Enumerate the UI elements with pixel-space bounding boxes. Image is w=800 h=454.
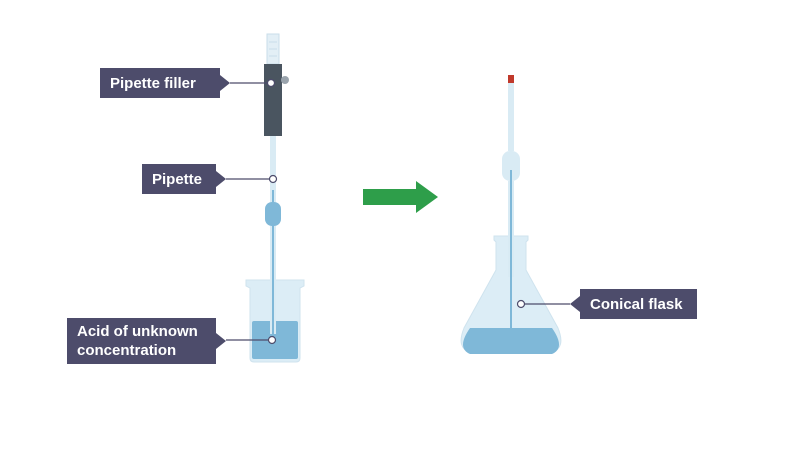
label-conical-flask: Conical flask [580,289,697,319]
pipette [265,136,281,340]
pipette-in-flask [502,75,520,330]
label-acid: Acid of unknown concentration [67,318,216,364]
gear-icon [281,76,289,84]
label-pipette-text: Pipette [152,170,203,188]
label-conical-flask-text: Conical flask [590,295,683,313]
label-pipette: Pipette [142,164,216,194]
label-pipette-filler-text: Pipette filler [110,74,196,92]
flask-liquid [463,328,559,354]
graduation-mark [508,75,514,83]
label-acid-text: Acid of unknown concentration [77,323,198,359]
right-arrow-icon [363,181,438,213]
leader-lines [226,78,570,345]
label-pipette-filler: Pipette filler [100,68,220,98]
